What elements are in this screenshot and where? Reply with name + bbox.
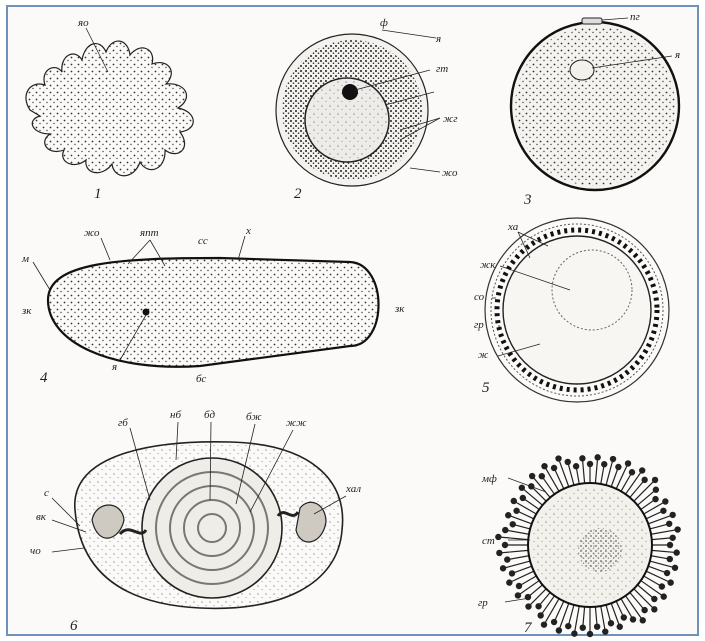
fig7-label-st: ст (482, 535, 495, 547)
follicle-cell-stalk (582, 458, 584, 483)
follicle-cell-stalk (568, 605, 574, 626)
fig2-label-ya: я (435, 33, 441, 45)
fig5-label-zh: ж (478, 349, 489, 361)
fig4-number: 4 (40, 370, 48, 386)
follicle-cell (551, 465, 557, 471)
follicle-cell (660, 508, 666, 514)
follicle-cell-stalk (651, 530, 678, 535)
follicle-cell (629, 469, 635, 475)
fig3-label-pg: пг (630, 11, 641, 23)
follicle-cell-stalk (648, 566, 667, 573)
figure-6-cell (52, 422, 346, 608)
follicle-cell-stalk (595, 457, 597, 483)
fig2-label-f: ф (380, 17, 388, 29)
fig6-label-nb: нб (170, 409, 181, 421)
follicle-cell (513, 508, 519, 514)
fig2-label-zhg: жг (443, 113, 458, 125)
fig6-label-bd: бд (204, 409, 216, 421)
fig7-number: 7 (524, 620, 533, 636)
follicle-cell-stalk (630, 592, 645, 610)
follicle-cell-stalk (616, 601, 624, 617)
fig6-label-s: с (44, 487, 49, 499)
follicle-cell-stalk (630, 480, 645, 498)
follicle-cell-stalk (505, 530, 529, 534)
follicle-cell-stalk (601, 464, 604, 484)
fig6-label-zhzh: жж (286, 417, 307, 429)
follicle-cell (615, 464, 621, 470)
fig5-number: 5 (482, 380, 490, 396)
figure-2-cell (276, 30, 440, 186)
fig4-label-zho: жо (84, 227, 100, 239)
follicle-cell-stalk (651, 556, 670, 559)
fig4-label-zk-left: зк (21, 305, 32, 317)
fig1-label-yao: яо (77, 17, 89, 29)
figure-5-cell (485, 218, 669, 402)
follicle-cell-stalk (531, 486, 546, 501)
follicle-cell-stalk (513, 524, 530, 529)
fig6-label-cho: чо (30, 545, 41, 557)
fig6-label-hal: хал (345, 483, 361, 495)
fig4-label-zk-right: зк (394, 303, 405, 315)
fig4-label-ss: сс (198, 235, 208, 247)
follicle-cell-stalk (611, 467, 618, 487)
follicle-cell-stalk (650, 561, 675, 568)
figure-4-cell (33, 236, 379, 367)
figure-7-cell (495, 454, 681, 637)
fig4-label-h: х (245, 225, 251, 237)
fig7-label-mf: мф (481, 473, 497, 485)
fig2-label-zho: жо (442, 167, 458, 179)
fig2-label-gt: гт (436, 63, 448, 75)
fig5-label-zhk: жк (480, 259, 496, 271)
fig6-label-bzh: бж (246, 411, 262, 423)
fig6-number: 6 (70, 618, 78, 634)
fig7-label-gr: гр (478, 597, 488, 609)
follicle-cell-stalk (574, 606, 579, 634)
follicle-cell (505, 512, 511, 518)
follicle-cell-stalk (583, 607, 585, 628)
follicle-cell-stalk (512, 566, 532, 573)
fig1-number: 1 (94, 186, 102, 202)
follicle-cell-stalk (601, 606, 606, 632)
fig5-label-ha: ха (507, 221, 519, 233)
follicle-cell-stalk (652, 538, 673, 540)
fig5-label-so: со (474, 291, 485, 303)
fig4-label-ya: я (111, 361, 117, 373)
fig3-label-ya: я (674, 49, 680, 61)
fig6-label-gb: гб (118, 417, 128, 429)
follicle-cell-stalk (507, 556, 529, 560)
follicle-cell-stalk (652, 550, 677, 552)
follicle-cell-stalk (634, 480, 655, 501)
follicle-cell-stalk (517, 511, 534, 519)
follicle-cell-stalk (606, 605, 611, 623)
fig4-label-m: м (21, 253, 29, 265)
follicle-cell (506, 579, 512, 585)
fig4-label-yapt: япт (139, 227, 159, 239)
follicle-cell-stalk (499, 550, 528, 553)
follicle-cell-stalk (650, 524, 669, 529)
figure-3-cell (511, 18, 679, 190)
fig6-label-vk: вк (36, 511, 47, 523)
fig2-number: 2 (294, 186, 302, 202)
fig4-label-bs: бс (196, 373, 206, 385)
figure-1-cell (26, 28, 193, 176)
follicle-cell-stalk (498, 537, 528, 540)
follicle-cell-stalk (637, 585, 654, 599)
fig5-label-gr: гр (474, 319, 484, 331)
fig3-number: 3 (523, 192, 532, 208)
follicle-cell (541, 463, 547, 469)
follicle-cell-stalk (646, 511, 663, 519)
follicle-cell-stalk (541, 596, 555, 616)
